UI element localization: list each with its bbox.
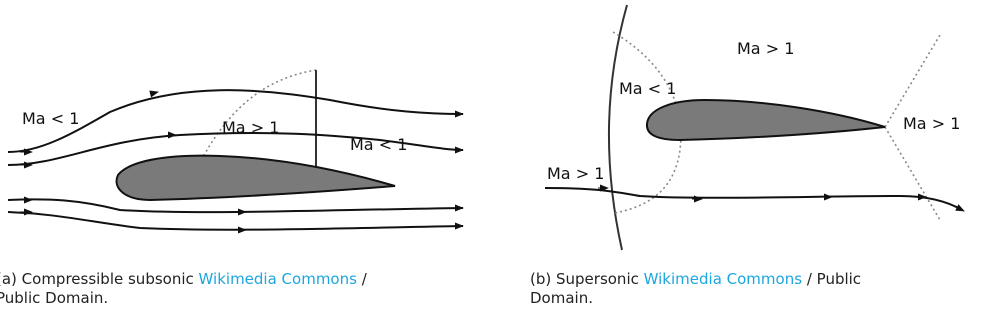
caption-a: (a) Compressible subsonic Wikimedia Comm… (0, 270, 467, 308)
sonic-line-a (191, 69, 317, 179)
caption-b-separator: / (806, 270, 812, 288)
bow-shock (607, 4, 628, 251)
airfoil-b (645, 98, 886, 142)
panel-a-diagram: Ma < 1 Ma > 1 Ma < 1 (7, 69, 464, 234)
streamline-b (544, 187, 963, 211)
label-wake-supersonic: Ma > 1 (903, 114, 960, 133)
streamline-a4 (7, 211, 464, 231)
caption-b: (b) Supersonic Wikimedia Commons / Publi… (530, 270, 975, 308)
streamline-a3 (7, 198, 464, 214)
figure-canvas: Ma < 1 Ma > 1 Ma < 1 Ma > 1 Ma < 1 Ma > … (7, 4, 965, 251)
caption-a-suffix: Public Domain. (0, 289, 109, 307)
caption-a-prefix: (a) Compressible subsonic (0, 270, 194, 288)
caption-a-link[interactable]: Wikimedia Commons (198, 270, 357, 288)
caption-a-separator: / (361, 270, 367, 288)
streamline-a2 (7, 131, 464, 166)
panel-b-diagram: Ma > 1 Ma < 1 Ma > 1 Ma > 1 (544, 4, 965, 251)
streamline-b-arrow-end (953, 204, 965, 212)
airfoil-a (115, 154, 396, 202)
streamline-a1 (7, 89, 464, 153)
sonic-line-b (612, 31, 682, 214)
label-upstream-subsonic: Ma < 1 (22, 109, 79, 128)
label-downstream-subsonic: Ma < 1 (350, 135, 407, 154)
trailing-shock-lower (884, 126, 941, 221)
caption-b-prefix: (b) Supersonic (530, 270, 639, 288)
label-supersonic-pocket: Ma > 1 (222, 118, 279, 137)
streamline-a1-midarrow (149, 90, 159, 98)
caption-b-suffix-2: Domain. (530, 289, 593, 307)
caption-b-link[interactable]: Wikimedia Commons (643, 270, 803, 288)
label-behind-shock-subsonic: Ma < 1 (619, 79, 676, 98)
label-freestream-supersonic: Ma > 1 (547, 164, 604, 183)
caption-b-suffix-1: Public (816, 270, 862, 288)
label-above-supersonic: Ma > 1 (737, 39, 794, 58)
